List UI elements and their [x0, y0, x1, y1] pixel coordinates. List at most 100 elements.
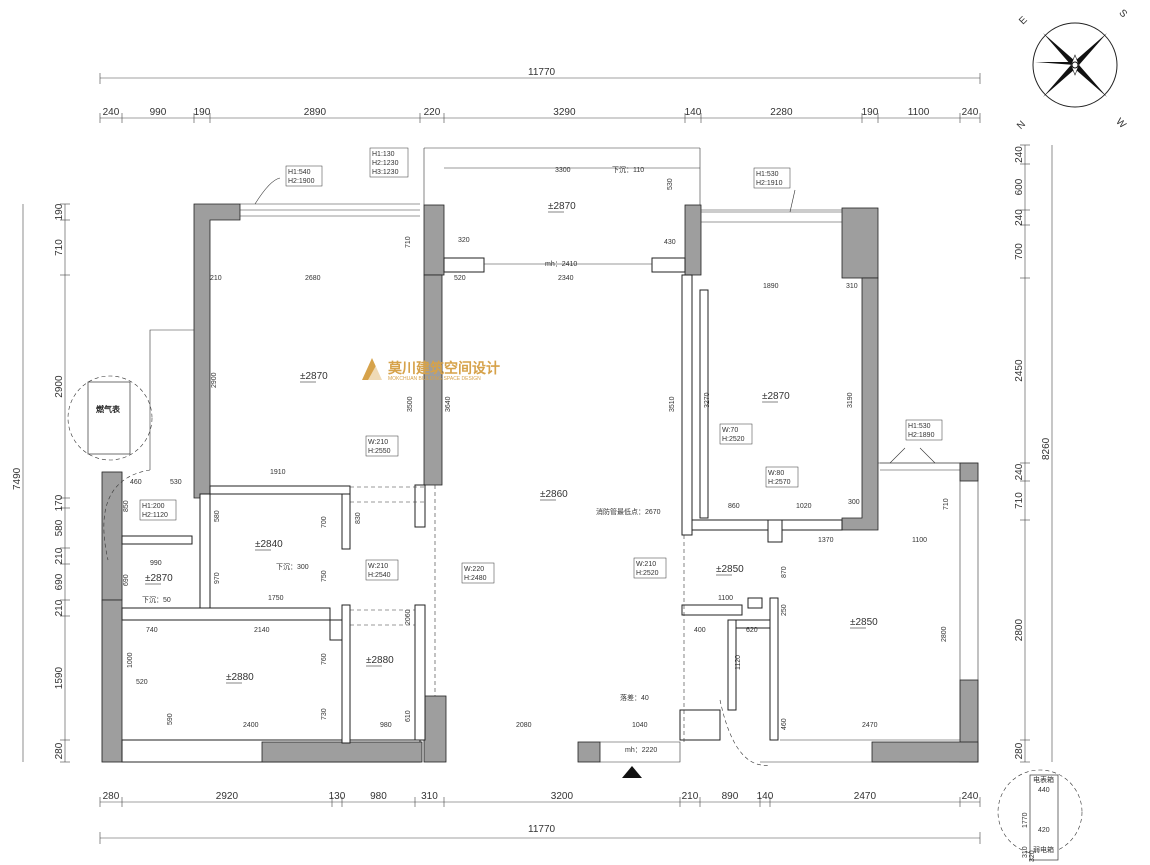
bottom-dim-4: 310 — [421, 791, 438, 802]
dim-830: 830 — [355, 512, 362, 524]
level-bath-left: ±2840 — [255, 539, 283, 550]
meter-box-d5: 320 — [1029, 850, 1036, 862]
mh-bottom: mh：2220 — [625, 747, 657, 754]
fire-pipe: 消防管最低点：2670 — [596, 507, 661, 516]
walls — [101, 147, 979, 763]
dim-bed-left-h: 2900 — [211, 372, 218, 388]
bottom-total: 11770 — [528, 824, 556, 835]
dim-1120: 1120 — [735, 655, 742, 670]
dim-1020: 1020 — [796, 503, 812, 510]
top-dim-7: 2280 — [770, 107, 793, 118]
door-f-w: W:210 — [636, 561, 656, 568]
level-corridor: ±2880 — [366, 655, 394, 666]
door-b-h: H:2540 — [368, 572, 391, 579]
left-dim-1: 710 — [54, 239, 65, 256]
left-dim-7: 210 — [54, 599, 65, 616]
dim-1000: 1000 — [127, 652, 134, 668]
door-e-h: H:2570 — [768, 479, 791, 486]
dim-430: 430 — [664, 239, 676, 246]
win-top-h1: H1:130 — [372, 151, 395, 158]
level-bed-top: ±2870 — [548, 201, 576, 212]
dim-bath-w: 1750 — [268, 595, 284, 602]
dim-hall-w: 1910 — [270, 469, 286, 476]
right-dim-3: 700 — [1014, 243, 1025, 260]
bottom-dim-2: 130 — [329, 791, 346, 802]
dim-1100: 1100 — [718, 595, 733, 602]
dim-860: 860 — [728, 503, 740, 510]
dim-living-h3: 3510 — [669, 396, 676, 412]
door-e-w: W:80 — [768, 470, 784, 477]
logo-sub: MOKCHUAN BUILDING SPACE DESIGN — [388, 376, 481, 382]
bottom-dim-9: 2470 — [854, 791, 877, 802]
level-small-room: ±2870 — [145, 573, 173, 584]
dim-bed-right-h1: 3270 — [704, 392, 711, 408]
dim-250: 250 — [781, 604, 788, 616]
left-dim-4: 580 — [54, 519, 65, 536]
dim-850: 850 — [123, 500, 130, 512]
win-small-h1: H1:200 — [142, 503, 165, 510]
right-dim-8: 280 — [1014, 742, 1025, 759]
dim-living-h2: 3640 — [445, 396, 452, 412]
top-dim-9: 1100 — [908, 107, 930, 118]
bottom-dim-0: 280 — [103, 791, 120, 802]
logo-name: 莫川建筑空间设计 — [387, 360, 500, 377]
dim-520b: 520 — [136, 679, 148, 686]
right-dim-1: 600 — [1014, 178, 1025, 195]
dim-530b: 530 — [667, 178, 674, 190]
dim-bottom-mid-w: 2080 — [516, 722, 532, 729]
dim-980: 980 — [380, 722, 392, 729]
door-b-w: W:210 — [368, 563, 388, 570]
dim-bed-left-w: 2680 — [305, 275, 321, 282]
dim-top-room-w: 3300 — [555, 167, 571, 174]
win-top-h2: H2:1230 — [372, 160, 399, 167]
door-a-w: W:210 — [368, 439, 388, 446]
dim-620: 620 — [746, 627, 758, 634]
level-bottom-left: ±2880 — [226, 672, 254, 683]
dim-870: 870 — [781, 566, 788, 578]
dim-970: 970 — [214, 572, 221, 584]
win-small-h2: H2:1120 — [142, 512, 168, 519]
right-dim-7: 2800 — [1014, 619, 1025, 642]
dim-590: 590 — [167, 713, 174, 725]
door-f-h: H:2520 — [636, 570, 659, 577]
opening-tags: H1:540 H2:1900 H1:130 H2:1230 H3:1230 H1… — [139, 147, 943, 584]
down-top: 下沉：110 — [612, 166, 644, 174]
dim-710a: 710 — [405, 236, 412, 248]
top-total: 11770 — [528, 67, 556, 78]
dim-300: 300 — [848, 499, 860, 506]
level-bed-right: ±2870 — [762, 391, 790, 402]
dim-right-room-h: 2800 — [941, 626, 948, 642]
windows — [240, 177, 960, 471]
top-dim-6: 140 — [685, 107, 702, 118]
top-dim-3: 2890 — [304, 107, 327, 118]
door-d-w: W:70 — [722, 427, 738, 434]
top-dim-2: 190 — [194, 107, 211, 118]
left-dim-2: 2900 — [54, 375, 65, 398]
top-dim-8: 190 — [862, 107, 879, 118]
dim-bath-right-w: 1100 — [912, 537, 927, 544]
left-dim-8: 1590 — [54, 667, 65, 690]
dim-bottom-mid-w2: 1040 — [632, 722, 648, 729]
compass-north: N — [1015, 119, 1028, 132]
dim-210: 210 — [210, 275, 222, 282]
bottom-dim-8: 140 — [757, 791, 774, 802]
dim-bed-right-h2: 3190 — [847, 392, 854, 408]
dim-990: 990 — [150, 560, 162, 567]
win-left-h1: H1:540 — [288, 169, 311, 176]
bottom-dim-10: 240 — [962, 791, 979, 802]
left-dim-3: 170 — [54, 494, 65, 511]
gas-meter: 燃气表 — [67, 329, 194, 470]
dim-710b: 710 — [943, 498, 950, 510]
level-bath-right: ±2850 — [716, 564, 744, 575]
right-dim-2: 240 — [1014, 209, 1025, 226]
dim-610: 610 — [405, 710, 412, 722]
dim-520: 520 — [454, 275, 466, 282]
win-right2-h2: H2:1890 — [908, 432, 935, 439]
level-bed-left: ±2870 — [300, 371, 328, 382]
door-c-w: W:220 — [464, 566, 484, 573]
meter-box-bottom: 弱电箱 — [1033, 845, 1054, 854]
top-dim-10: 240 — [962, 107, 979, 118]
